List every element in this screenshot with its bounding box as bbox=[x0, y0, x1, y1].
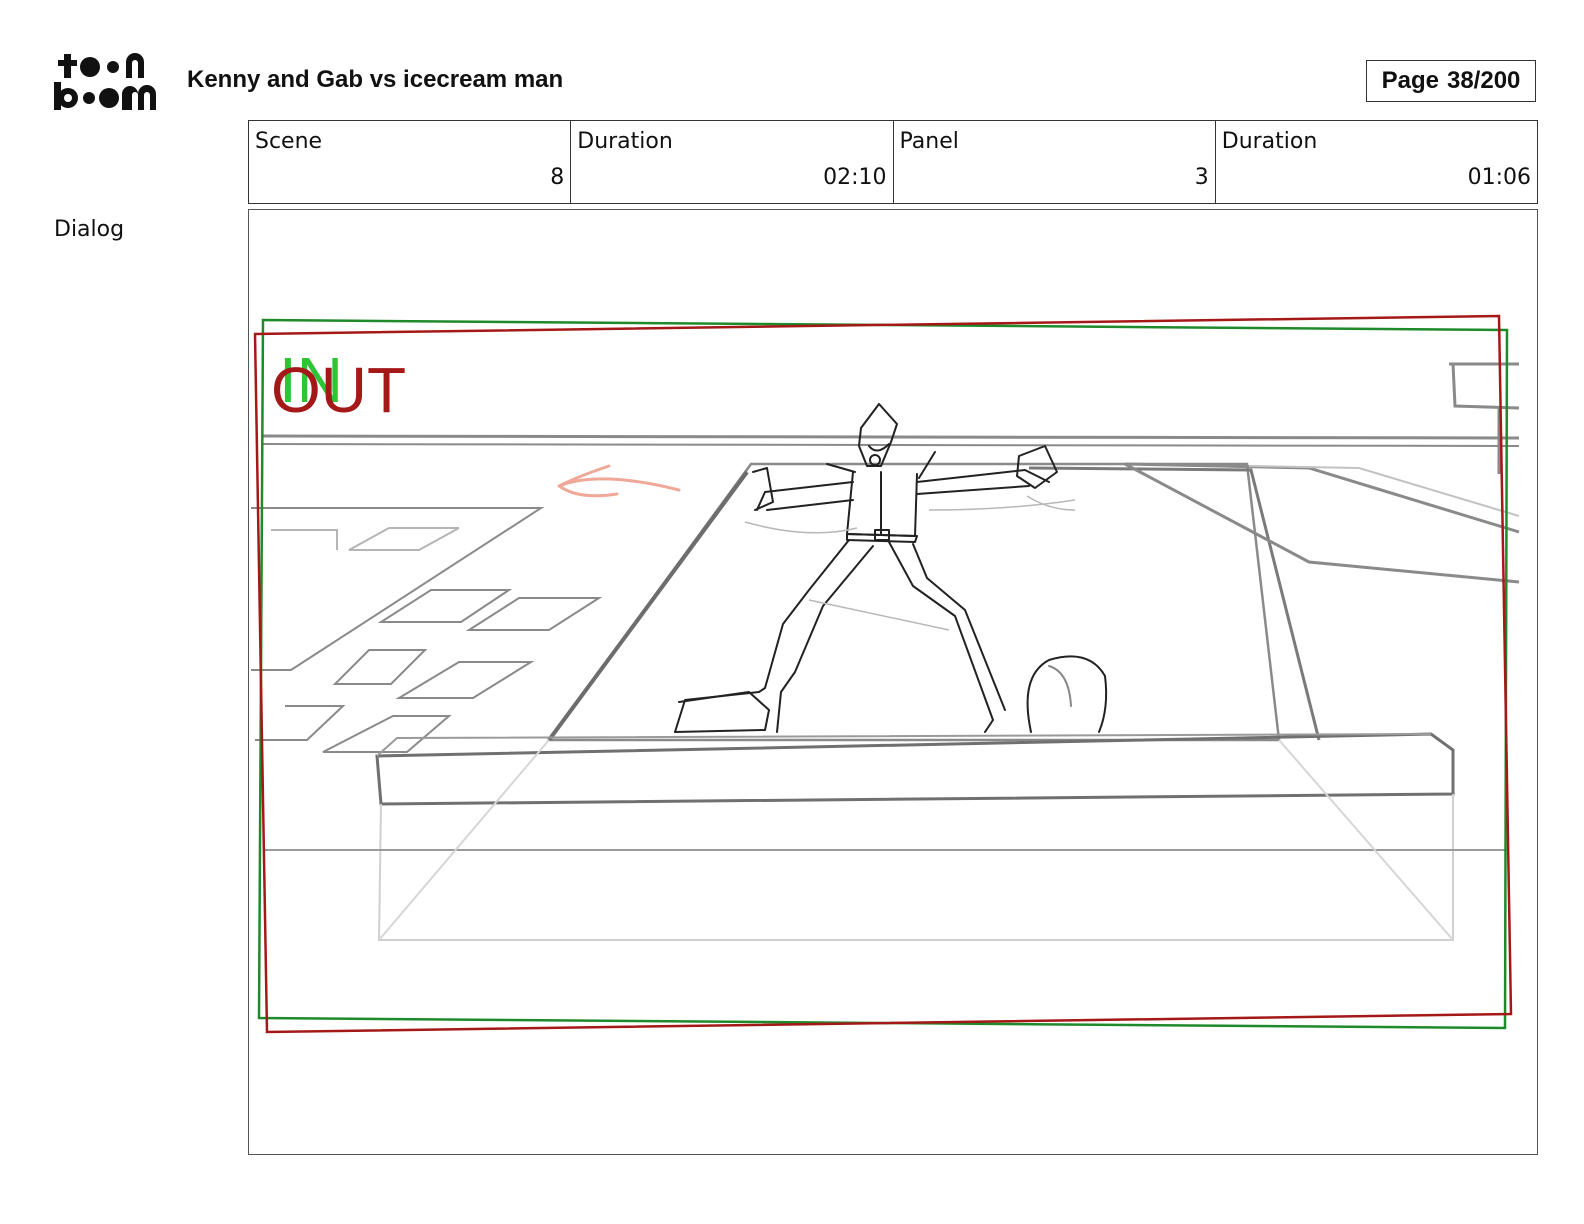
panel-value: 3 bbox=[1194, 165, 1209, 190]
scene-cell: Scene 8 bbox=[249, 121, 572, 203]
panel-label: Panel bbox=[899, 129, 959, 154]
storyboard-sketch bbox=[251, 314, 1520, 1034]
panel-duration-label: Duration bbox=[1221, 129, 1318, 154]
frame-out bbox=[253, 314, 1513, 1034]
scene-duration-label: Duration bbox=[577, 129, 673, 154]
scene-info-table: Scene 8 Duration 02:10 Panel 3 Duration … bbox=[248, 120, 1538, 204]
scene-value: 8 bbox=[550, 165, 565, 190]
frame-in-label: IN bbox=[279, 344, 343, 416]
page-indicator: Page 38/200 bbox=[1366, 60, 1536, 102]
scene-label: Scene bbox=[255, 129, 323, 154]
panel-duration-cell: Duration 01:06 bbox=[1216, 121, 1537, 203]
storyboard-panel: IN OUT bbox=[248, 209, 1538, 1155]
document-title: Kenny and Gab vs icecream man bbox=[187, 66, 564, 93]
toonboom-logo bbox=[54, 53, 156, 110]
scene-duration-cell: Duration 02:10 bbox=[571, 121, 894, 203]
page-number: 38/200 bbox=[1446, 67, 1521, 94]
page-label: Page bbox=[1381, 67, 1439, 94]
frame-in bbox=[257, 318, 1509, 1030]
panel-cell: Panel 3 bbox=[894, 121, 1216, 203]
scene-duration-value: 02:10 bbox=[823, 165, 887, 190]
dialog-label: Dialog bbox=[54, 217, 125, 242]
panel-duration-value: 01:06 bbox=[1467, 165, 1531, 190]
frame-out-label: OUT bbox=[271, 354, 407, 426]
